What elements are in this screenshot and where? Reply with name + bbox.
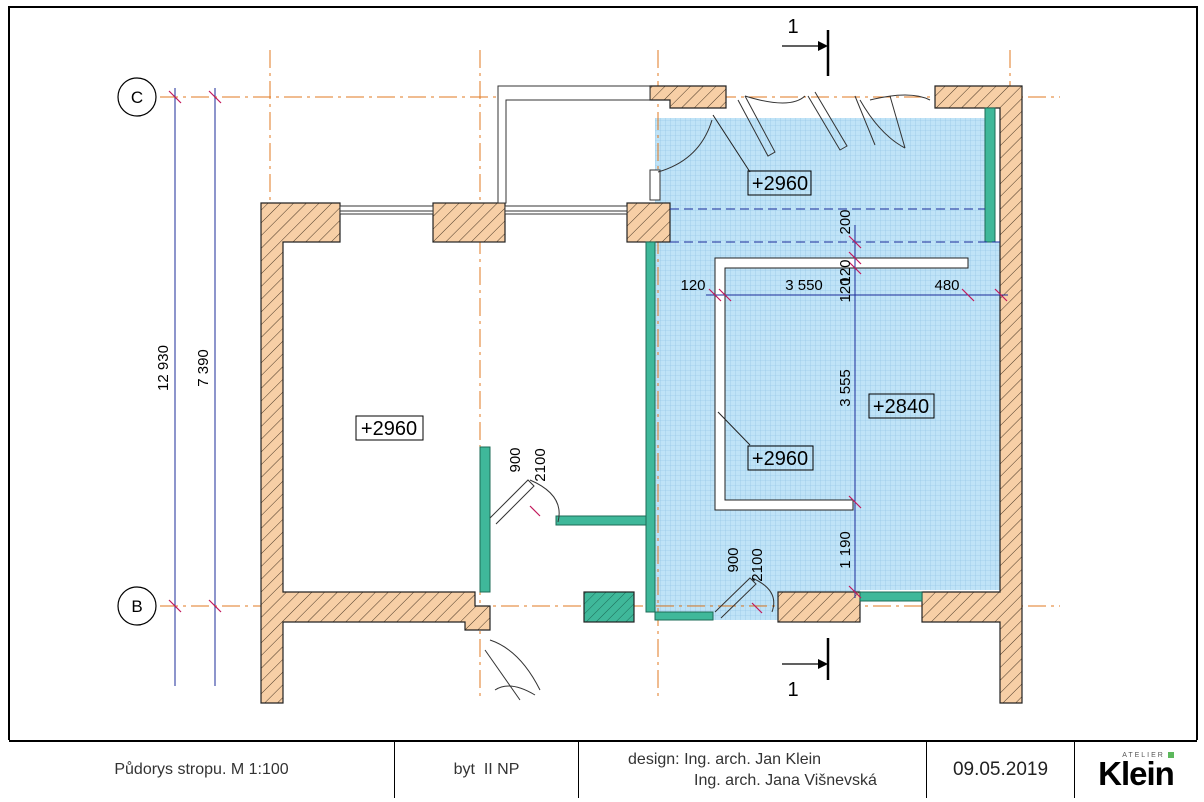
level-label-top-room: +2960 — [747, 170, 812, 196]
leaders — [712, 114, 751, 446]
axis-marker-b: B — [117, 586, 157, 626]
level-left-room: +2960 — [361, 418, 417, 440]
designer-line-2: Ing. arch. Jana Višnevská — [694, 772, 877, 789]
section-markers — [782, 30, 830, 680]
drawing-title: Půdorys stropu. M 1:100 — [114, 761, 289, 778]
unit-label: byt II NP — [453, 761, 520, 778]
axis-label-b: B — [131, 597, 142, 616]
drawing-date: 09.05.2019 — [952, 759, 1049, 780]
section-label-top: 1 — [787, 16, 798, 38]
level-label-main-room: +2840 — [868, 393, 935, 419]
axis-marker-c: C — [117, 77, 157, 117]
unit-cell: byt II NP — [395, 742, 579, 798]
logo-cell: ATELIER Klein — [1075, 742, 1197, 798]
dim-door1-width: 900 — [507, 447, 524, 472]
floor-plan: C B — [8, 6, 1198, 740]
partitions — [479, 107, 996, 621]
level-main-room: +2840 — [873, 396, 929, 418]
masonry-walls — [260, 85, 1023, 704]
dim-bottom-1190: 1 190 — [837, 531, 854, 569]
dim-height-120: 120 — [837, 277, 854, 302]
level-inner-frame: +2960 — [752, 448, 808, 470]
date-cell: 09.05.2019 — [927, 742, 1075, 798]
atelier-klein-logo: ATELIER Klein — [1098, 751, 1175, 792]
logo-square-icon — [1167, 752, 1174, 758]
level-label-left-room: +2960 — [355, 415, 424, 441]
dim-top-120: 120 — [837, 259, 854, 284]
ceiling-zone-main — [655, 242, 1003, 590]
dim-right-480: 480 — [934, 277, 959, 294]
doors — [484, 91, 931, 701]
logo-small-text: ATELIER — [1122, 751, 1165, 759]
soffit-lines — [670, 208, 1000, 243]
level-label-inner-frame: +2960 — [747, 445, 814, 471]
dim-inner-vertical: 7 390 — [195, 349, 212, 387]
logo-big-text: Klein — [1098, 754, 1175, 792]
title-block: Půdorys stropu. M 1:100 byt II NP design… — [9, 740, 1197, 798]
dim-overall-vertical: 12 930 — [155, 345, 172, 391]
ceiling-frame — [714, 257, 969, 511]
dimension-ticks — [168, 90, 1008, 614]
windows — [339, 85, 651, 215]
sheet-border — [8, 6, 1198, 740]
section-label-bottom: 1 — [787, 679, 798, 701]
drawing-title-cell: Půdorys stropu. M 1:100 — [9, 742, 395, 798]
designer-cell: design: Ing. arch. Jan Klein Ing. arch. … — [579, 742, 927, 798]
designer-line-1: design: Ing. arch. Jan Klein — [628, 751, 822, 768]
dim-left-120: 120 — [680, 277, 705, 294]
dim-top-200: 200 — [837, 209, 854, 234]
axis-label-c: C — [131, 88, 143, 107]
ceiling-zone-top — [655, 118, 985, 242]
dim-door2-height: 2100 — [749, 548, 766, 581]
dim-width-3550: 3 550 — [785, 277, 823, 294]
dimension-lines — [174, 88, 1008, 686]
dim-door1-height: 2100 — [532, 448, 549, 481]
level-top-room: +2960 — [752, 173, 808, 195]
dim-door2-width: 900 — [725, 547, 742, 572]
dim-height-3555: 3 555 — [837, 369, 854, 407]
